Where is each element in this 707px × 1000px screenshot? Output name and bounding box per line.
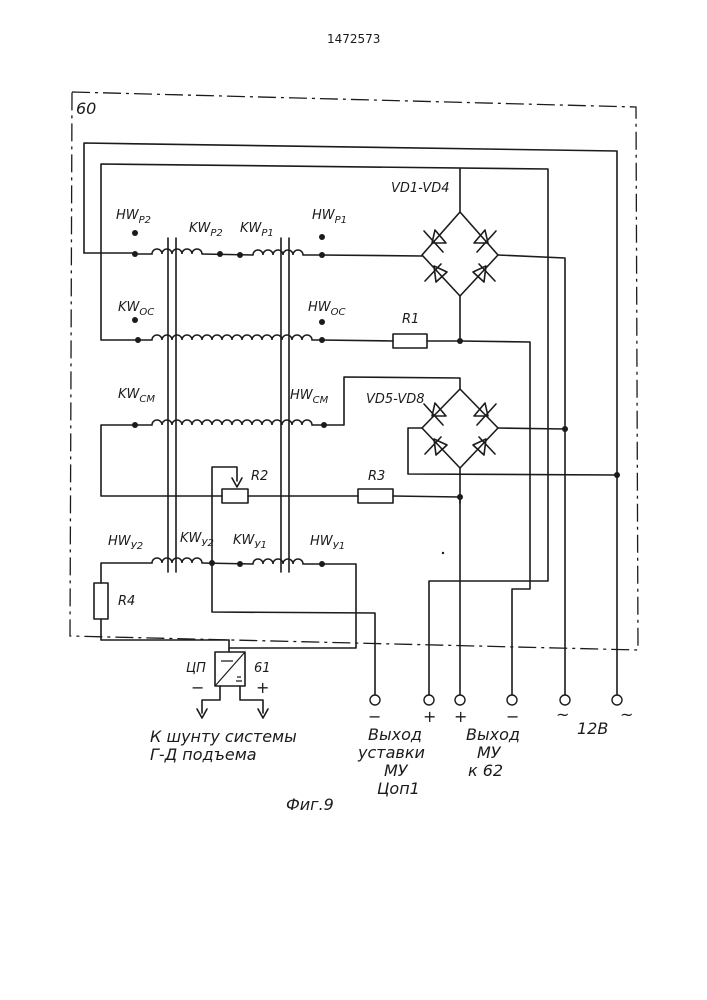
bridge-bottom-label: VD5-VD8 <box>366 392 425 407</box>
sign-ac-1: ~ <box>556 705 569 724</box>
converter-label: ЦП <box>186 661 206 676</box>
node-kwy1 <box>237 561 243 567</box>
hwoc-to-r1 <box>320 340 393 341</box>
amp-caption-line3: к 62 <box>468 761 503 780</box>
node-kwoc <box>135 337 141 343</box>
label-r1: R1 <box>402 312 419 327</box>
label-hwoc: HWOC <box>308 300 346 318</box>
node-r1-bridge <box>457 338 463 344</box>
node-ac-right <box>562 426 568 432</box>
figure-caption: Фиг.9 <box>286 795 334 814</box>
label-kwcm: KWCM <box>118 387 155 405</box>
converter-symbols <box>221 661 242 681</box>
label-kwy1: KWУ1 <box>233 533 267 551</box>
label-r3: R3 <box>368 469 385 484</box>
hwp1-to-bridge <box>320 255 422 256</box>
terminal-amp-minus <box>507 695 517 705</box>
resistor-r4 <box>94 583 108 619</box>
node-ac-left <box>614 472 620 478</box>
label-hwp1: HWP1 <box>312 208 347 226</box>
node-kwy2 <box>209 560 215 566</box>
terminal-setpoint-plus <box>424 695 434 705</box>
stray-mark <box>442 552 444 554</box>
amp-out-plus-wire <box>393 496 460 695</box>
winding-kwoc <box>101 335 320 340</box>
winding-kwp2 <box>138 249 202 254</box>
setpoint-caption-line3: МУ <box>384 761 409 780</box>
amp-out-minus-wire <box>460 341 530 695</box>
node-hwcm <box>321 422 327 428</box>
polarity-dot-hwoc <box>319 319 325 325</box>
label-hwy1: HWУ1 <box>310 534 345 552</box>
setpoint-caption-line4: Цоп1 <box>377 779 420 798</box>
setpoint-caption-line1: Выход <box>368 725 422 744</box>
label-hwp2: HWP2 <box>116 208 151 226</box>
sign-setpoint-plus: + <box>423 707 436 726</box>
label-kwoc: KWOC <box>118 300 154 318</box>
node-kwp2 <box>217 251 223 257</box>
setpoint-minus-wire <box>212 563 375 695</box>
bridge-top-label: VD1-VD4 <box>391 181 450 196</box>
terminal-ac-1 <box>560 695 570 705</box>
hwy1-return-wire <box>229 564 356 648</box>
diode-vd7 <box>425 437 447 455</box>
winding-kwy1 <box>253 559 356 564</box>
label-r2: R2 <box>251 469 268 484</box>
sign-setpoint-minus: − <box>368 707 381 726</box>
shunt-caption-line1: К шунту системы <box>150 727 297 746</box>
wire-kwp2-kwp1 <box>202 254 253 255</box>
node-hwoc <box>319 337 325 343</box>
node-kwp1 <box>237 252 243 258</box>
polarity-dot-kwoc <box>132 317 138 323</box>
converter-number: 61 <box>254 661 271 676</box>
diode-vd8 <box>473 437 495 455</box>
converter-plus-sign: + <box>256 678 269 697</box>
resistor-r1 <box>393 334 427 348</box>
label-kwy2: KWУ2 <box>180 531 214 549</box>
label-kwp2: KWP2 <box>189 221 223 239</box>
bias-left-wire <box>101 425 222 496</box>
polarity-dot-hwp1 <box>319 234 325 240</box>
label-hwcm: HWCM <box>290 388 329 406</box>
terminal-amp-plus <box>455 695 465 705</box>
sign-amp-minus: − <box>506 707 519 726</box>
sign-amp-plus: + <box>454 707 467 726</box>
node-r3-bridge <box>457 494 463 500</box>
supply-label: 12В <box>577 719 608 738</box>
node-hwp2 <box>132 251 138 257</box>
bridge2-right-ac <box>498 428 565 429</box>
block-number: 60 <box>76 99 96 118</box>
label-hwy2: HWУ2 <box>108 534 143 552</box>
resistor-r2 <box>222 489 248 503</box>
bridge-vd5-vd8 <box>422 389 498 468</box>
bridge-vd1-vd4 <box>422 212 498 296</box>
converter-minus-sign: − <box>191 678 204 697</box>
winding-kwp1 <box>253 250 320 255</box>
amp-caption-line1: Выход <box>466 725 520 744</box>
node-kwcm <box>132 422 138 428</box>
resistor-r3 <box>358 489 393 503</box>
sign-ac-2: ~ <box>620 705 633 724</box>
block-60-enclosure <box>70 92 638 650</box>
shunt-caption-line2: Г-Д подъема <box>150 745 257 764</box>
winding-kwy2 <box>101 558 202 563</box>
terminal-ac-2 <box>612 695 622 705</box>
polarity-dot-hwp2 <box>132 230 138 236</box>
shunt-minus-lead <box>202 686 220 713</box>
amp-caption-line2: МУ <box>477 743 502 762</box>
node-hwy1 <box>319 561 325 567</box>
terminal-setpoint-minus <box>370 695 380 705</box>
node-hwp1 <box>319 252 325 258</box>
label-r4: R4 <box>118 594 135 609</box>
patent-number: 1472573 <box>327 32 380 46</box>
setpoint-caption-line2: уставки <box>357 743 425 762</box>
label-kwp1: KWP1 <box>240 221 274 239</box>
